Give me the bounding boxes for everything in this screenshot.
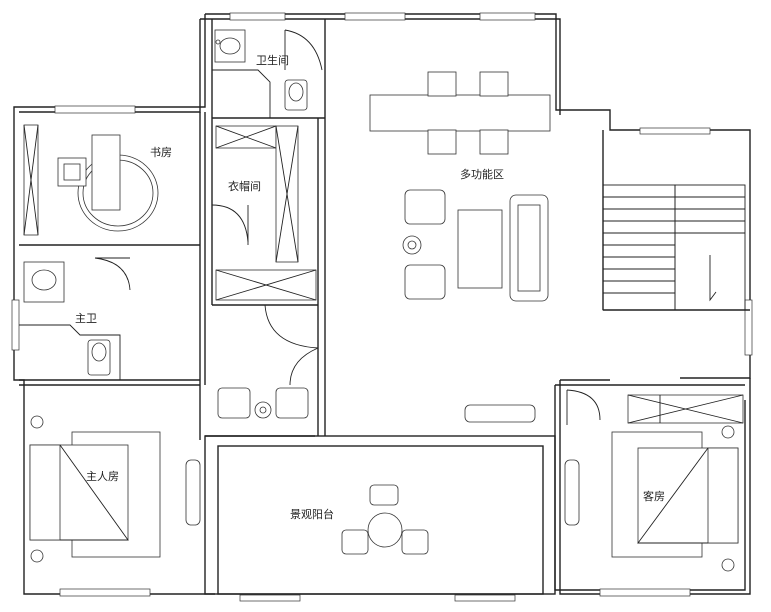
guest-bedroom-label: 客房 [643, 489, 665, 503]
guest-bath-fixtures [212, 29, 323, 118]
windows [11, 12, 753, 602]
view-balcony-label: 景观阳台 [290, 507, 334, 521]
master-bath-fixtures [19, 257, 131, 380]
staircase [602, 184, 746, 311]
master-bedroom-label: 主人房 [86, 470, 119, 483]
master-bedroom-fixtures [29, 415, 201, 563]
multi-function-area-label: 多功能区 [460, 167, 504, 181]
closet-fixtures [211, 125, 317, 301]
balcony-fixtures [341, 484, 429, 555]
study-fixtures [23, 124, 159, 236]
guest-bedroom-fixtures [564, 389, 744, 572]
walk-in-closet-label: 衣帽间 [228, 179, 261, 193]
corridor-fixtures [217, 304, 536, 423]
guest-bath-label: 卫生间 [256, 53, 289, 67]
living-set [402, 189, 549, 302]
dining-set [369, 71, 551, 155]
master-bath-label: 主卫 [75, 312, 97, 325]
study-label: 书房 [150, 146, 172, 159]
